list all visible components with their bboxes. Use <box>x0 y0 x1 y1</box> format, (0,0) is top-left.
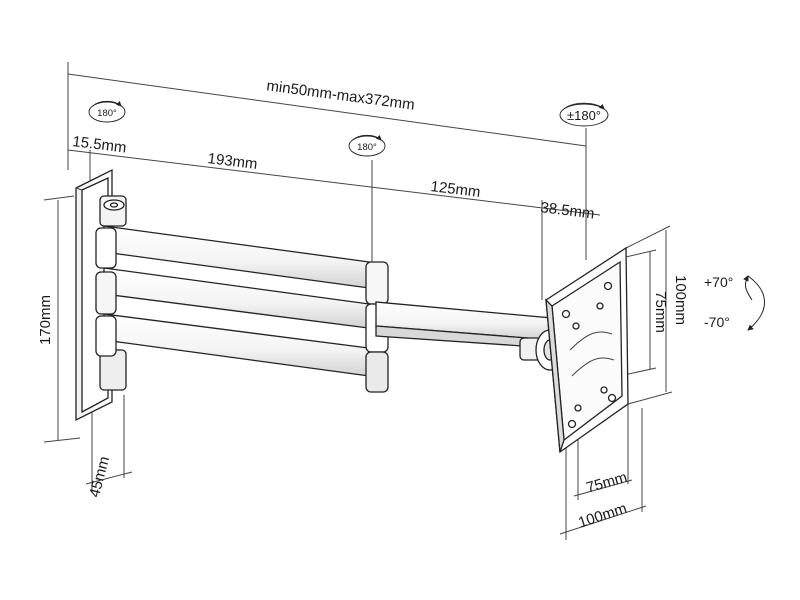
wall-plate-height-label: 170mm <box>37 295 54 345</box>
rotation-badge-elbow: 180° <box>348 134 386 157</box>
rotation-badge-wall: 180° <box>88 100 126 123</box>
dimension-lines <box>43 62 673 540</box>
tilt-indicator: +70° -70° <box>704 274 765 331</box>
vesa-outer-vertical-label: 100mm <box>672 275 689 325</box>
tilt-down-label: -70° <box>704 314 730 330</box>
wall-plate-depth-label: 45mm <box>86 455 113 500</box>
vesa-outer-horizontal-label: 100mm <box>576 500 629 532</box>
rotation-badge-head: ±180° <box>559 102 609 127</box>
wall-pivot-rotation-label: 180° <box>97 108 117 119</box>
vesa-inner-vertical-label: 75mm <box>652 291 669 333</box>
overall-reach-label: min50mm-max372mm <box>266 77 416 113</box>
vesa-inner-horizontal-label: 75mm <box>584 469 629 497</box>
tilt-up-label: +70° <box>704 274 733 290</box>
arm-short-label: 125mm <box>430 178 482 201</box>
head-rotation-label: ±180° <box>567 108 601 123</box>
wall-plate-offset-label: 15.5mm <box>72 133 128 156</box>
arm-long-label: 193mm <box>207 150 259 173</box>
upper-arm <box>95 225 385 379</box>
head-offset-label: 38.5mm <box>540 199 596 222</box>
elbow-pivot-rotation-label: 180° <box>357 142 377 153</box>
tilt-head <box>519 246 629 454</box>
